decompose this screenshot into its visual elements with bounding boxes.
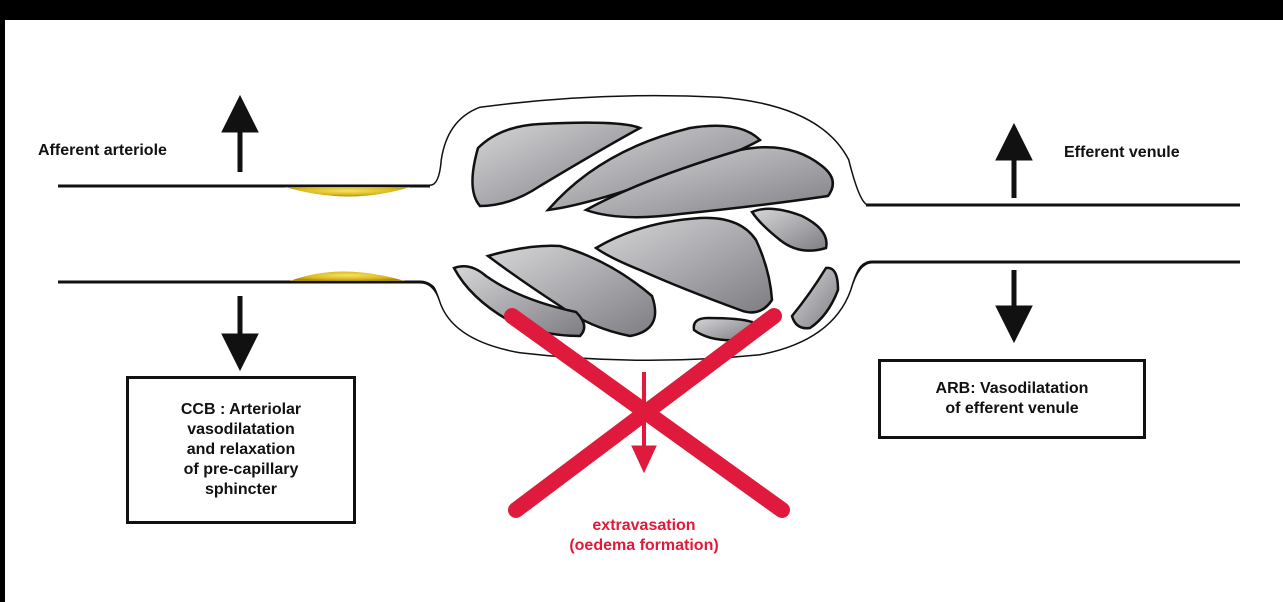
extravasation-line-1: extravasation: [554, 516, 734, 536]
ccb-line-1: CCB : Arteriolar: [181, 400, 301, 420]
ccb-box: CCB : Arteriolar vasodilatation and rela…: [126, 376, 356, 524]
ccb-line-5: sphincter: [205, 480, 277, 500]
sphincter-upper: [285, 187, 410, 197]
extravasation-label: extravasation (oedema formation): [554, 516, 734, 556]
arb-box: ARB: Vasodilatation of efferent venule: [878, 359, 1146, 439]
ccb-line-2: vasodilatation: [187, 420, 295, 440]
arrow-up-efferent: [996, 124, 1032, 198]
arb-line-2: of efferent venule: [945, 399, 1078, 419]
afferent-arteriole-label: Afferent arteriole: [38, 141, 167, 161]
efferent-venule-label: Efferent venule: [1064, 143, 1180, 163]
arrow-up-afferent: [222, 96, 258, 172]
arrow-down-afferent: [222, 296, 258, 370]
arrow-down-efferent: [996, 270, 1032, 342]
ccb-line-4: of pre-capillary: [184, 460, 299, 480]
extravasation-line-2: (oedema formation): [554, 536, 734, 556]
sphincter-lower: [290, 272, 405, 282]
arb-line-1: ARB: Vasodilatation: [936, 379, 1089, 399]
ccb-line-3: and relaxation: [187, 440, 295, 460]
